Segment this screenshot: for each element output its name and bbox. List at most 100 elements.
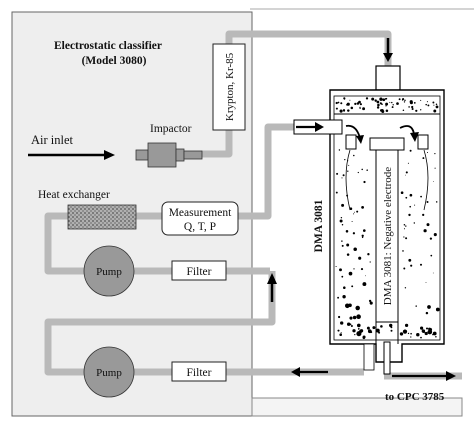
particle-dot [409,149,412,152]
pump-top-label: Pump [96,266,122,278]
particle-dot [405,225,407,227]
particle-dot [335,265,337,268]
particle-dot [402,329,408,334]
measurement-qtp: Q, T, P [184,221,216,233]
particle-dot [403,267,406,270]
particle-dot [368,299,372,303]
particle-dot [367,329,372,334]
particle-dot [433,104,435,106]
particle-dot [335,101,338,105]
particle-dot [402,250,404,252]
particle-dot [420,326,424,330]
particle-dot [384,98,387,100]
particle-dot [343,98,346,100]
particle-dot [404,323,409,328]
particle-dot [348,271,353,276]
filter-top [171,260,227,281]
particle-dot [348,164,350,166]
particle-dot [432,272,434,274]
particle-dot [416,332,420,337]
particle-dot [369,301,373,305]
particle-dot [346,253,350,256]
particle-dot [346,103,349,106]
particle-dot [422,213,425,217]
pipe-return-riser [44,271,276,376]
particle-dot [346,194,349,197]
particle-dot [347,109,350,112]
dma-particle-speckles [335,97,440,340]
krypton-label: Krypton, Kr-85 [224,52,236,121]
particle-dot [362,107,366,111]
particle-dot [336,172,339,175]
pipe-top-inlet [225,30,392,66]
particle-dot [414,204,416,206]
particle-dot [424,331,428,336]
particle-dot [341,244,344,247]
pump-bottom-label: Pump [96,367,122,379]
particle-dot [353,268,355,270]
particle-dot [423,229,427,233]
particle-dot [433,233,437,237]
particle-dot [352,315,357,320]
particle-dot [342,174,345,177]
particle-dot [353,213,355,215]
particle-dot [398,98,401,101]
particle-dot [372,326,376,330]
particle-dot [356,323,361,328]
particle-dot [399,332,404,336]
particle-dot [429,237,433,240]
krypton-neutralizer [212,43,246,131]
particle-dot [356,314,361,320]
aerosol-inlet-arrowhead [315,122,324,132]
particle-dot [403,223,406,226]
measurement-label: Measurement [169,207,232,219]
particle-dot [345,230,349,233]
pump-bottom [83,346,135,398]
impactor-icon [135,142,203,168]
particle-dot [376,106,380,109]
particle-dot [385,102,389,106]
particle-dot [408,213,411,217]
particle-dot [389,323,393,328]
particle-dot [422,157,425,160]
filter-top-label: Filter [187,266,212,278]
particle-dot [347,170,349,172]
pipe-impactor [201,130,233,158]
particle-dot [425,327,429,330]
particle-dot [356,210,359,213]
particle-dot [365,97,369,100]
particle-dot [380,109,383,112]
particle-dot [341,203,345,207]
particle-dot [434,153,436,155]
particle-dot [349,316,353,320]
particle-dot [390,326,393,329]
particle-dot [434,167,436,169]
particle-dot [369,261,371,263]
electrode-label: DMA 3081: Negative electrode [382,167,394,305]
impactor-label: Impactor [150,123,192,135]
particle-dot [435,201,438,203]
particle-dot [385,109,389,112]
particle-dot [411,107,414,111]
particle-dot [410,264,413,267]
particle-dot [426,101,428,103]
particle-dot [349,99,351,101]
particle-dot [342,295,346,299]
pump-top [83,245,135,297]
particle-dot [357,171,359,174]
particle-dot [430,254,433,257]
particle-dot [353,247,357,252]
particle-dot [346,322,351,326]
particle-dot [365,275,366,277]
particle-dot [433,181,434,182]
particle-dot [338,315,341,319]
particle-dot [426,200,429,204]
particle-dot [337,329,340,332]
particle-dot [362,282,367,287]
particle-dot [359,107,361,110]
particle-dot [339,109,343,113]
particle-dot [409,193,413,197]
classifier-model: (Model 3080) [82,55,147,67]
particle-dot [345,303,350,309]
